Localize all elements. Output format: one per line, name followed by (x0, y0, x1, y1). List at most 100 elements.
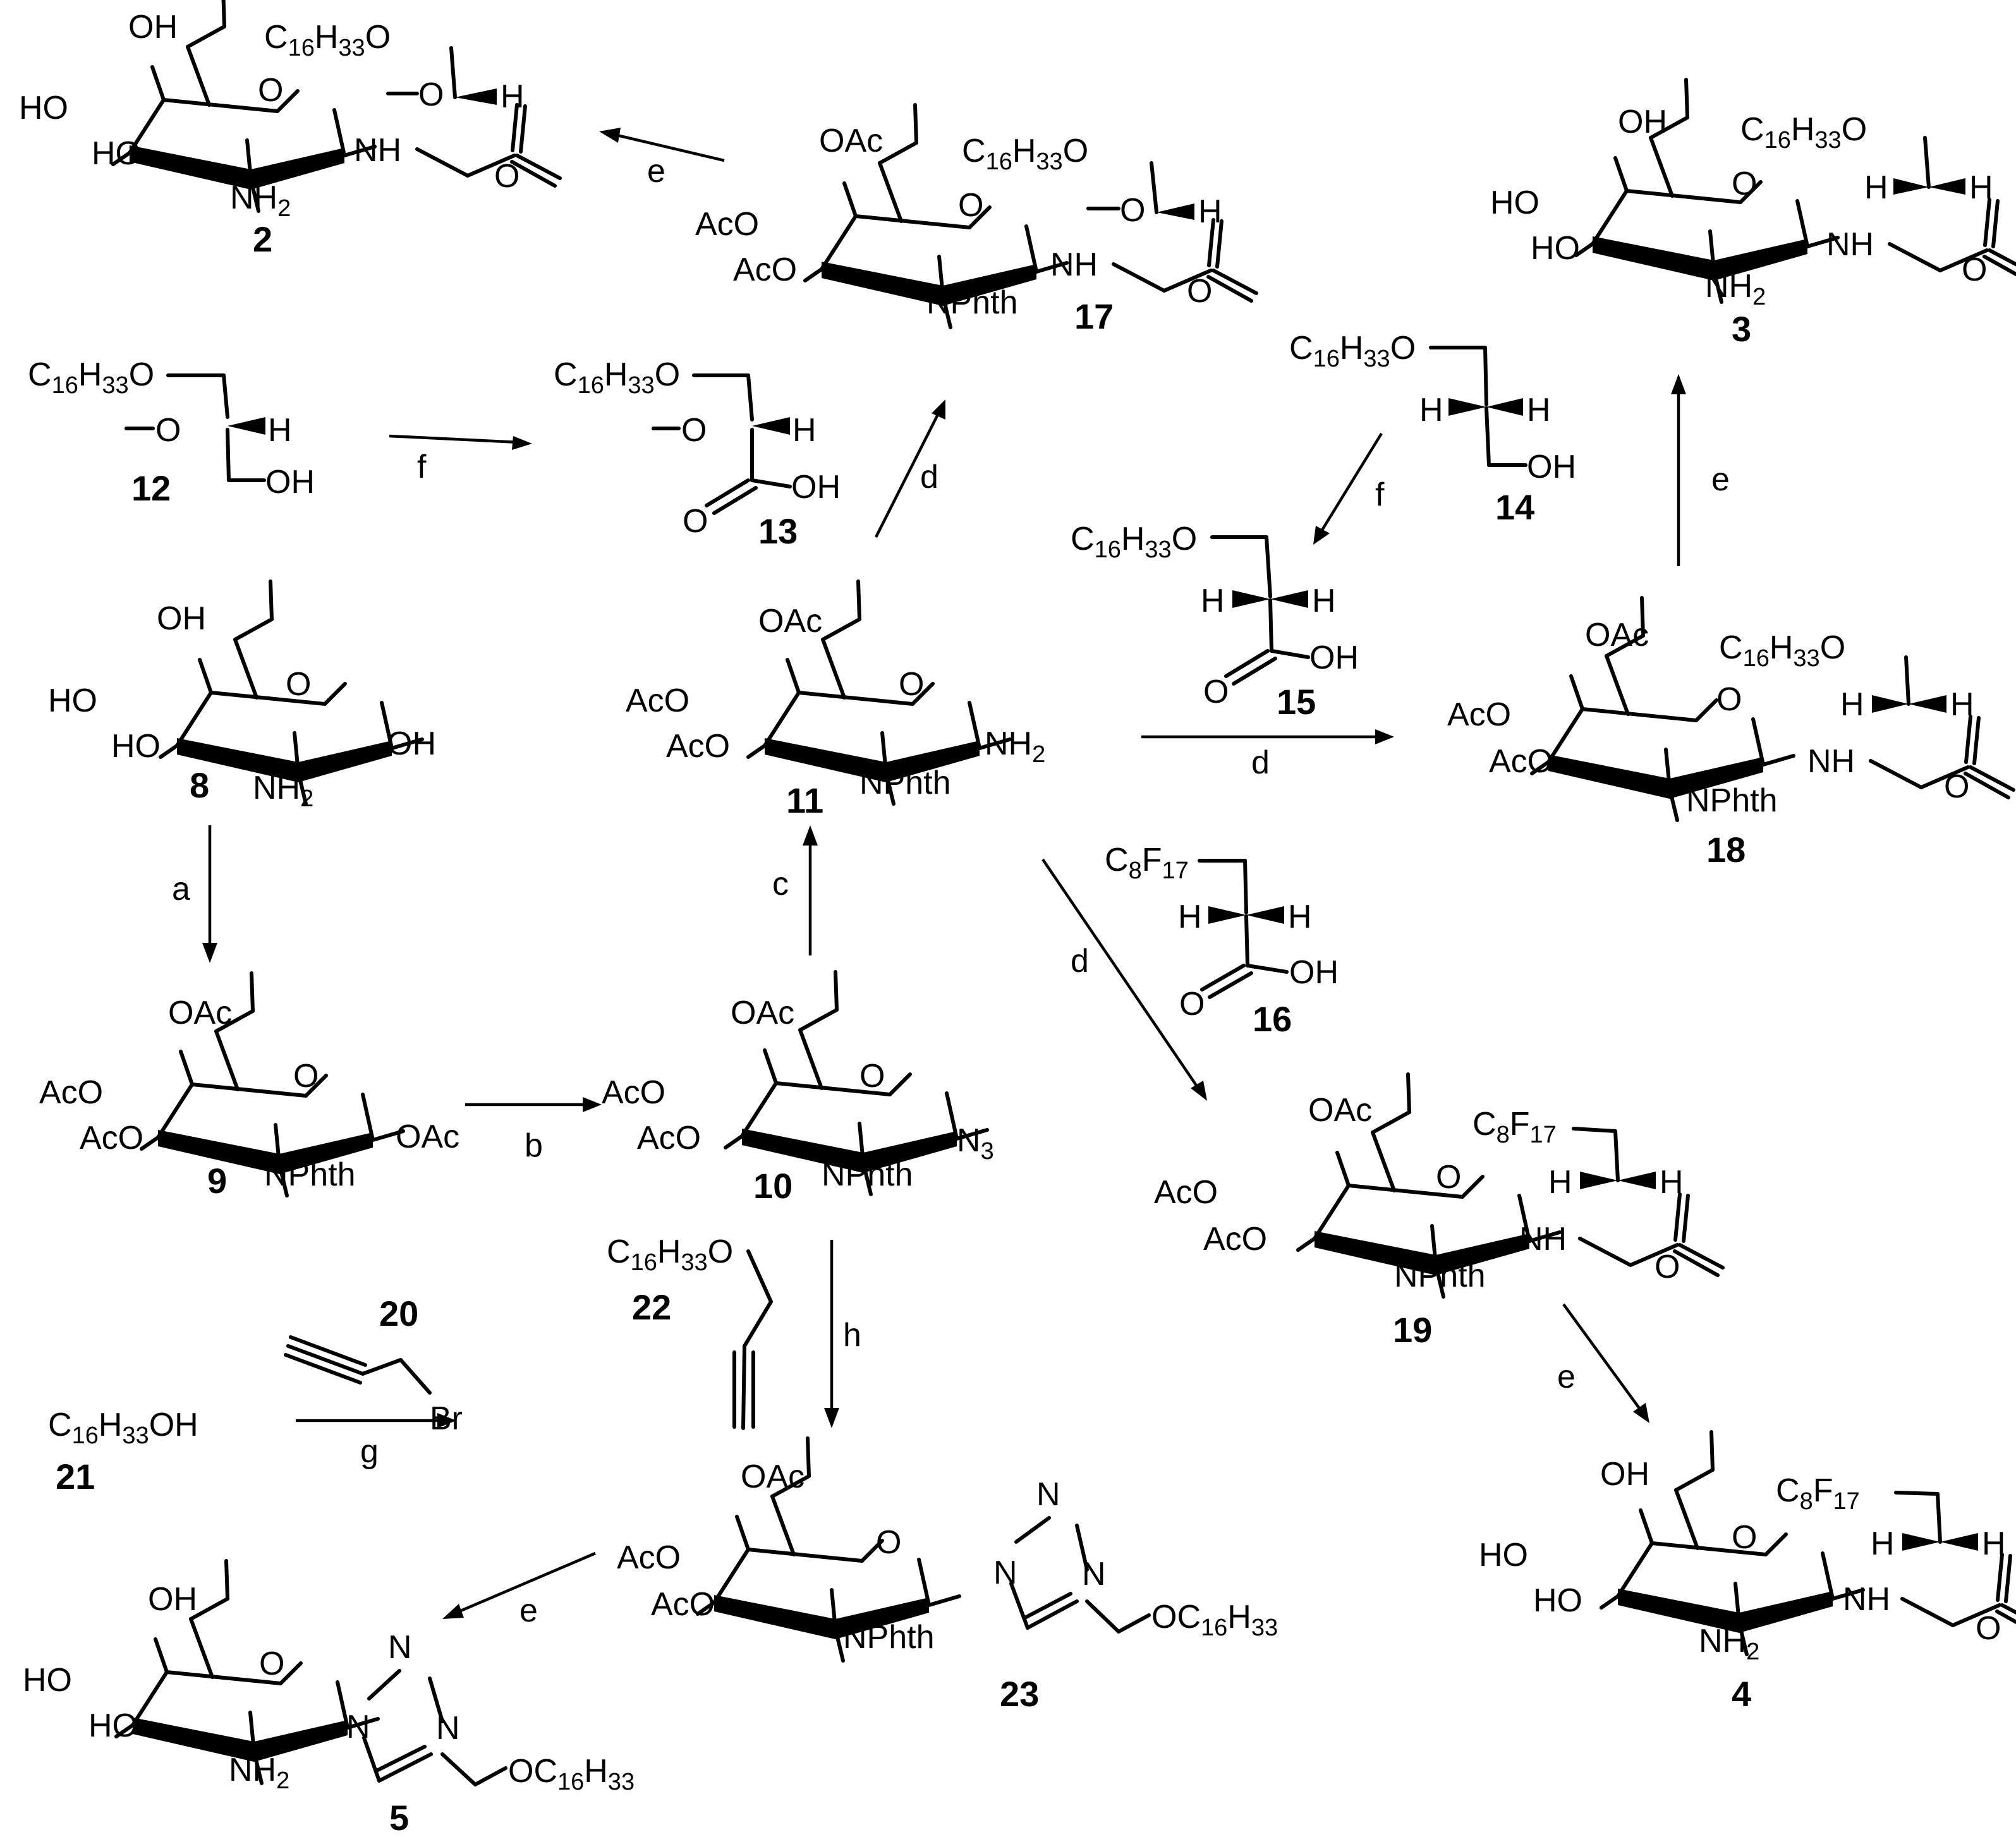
c3-ho3: HO (1531, 230, 1580, 267)
compound-18: OAc AcO AcO O NPhth NH H H C16H33O O 18 (1447, 598, 2013, 870)
compound-19: OAc AcO AcO O NPhth NH H H C8F17 O 19 (1154, 1074, 1723, 1350)
c18-aco4: AcO (1447, 696, 1511, 733)
c3-chain: C16H33O (1740, 111, 1867, 154)
c4-h1: H (1871, 1525, 1895, 1562)
c17-nh: NH (1050, 246, 1098, 283)
c15-o: O (1203, 674, 1229, 710)
c12-chain: C16H33O (28, 356, 154, 399)
c4-ho3: HO (1533, 1582, 1582, 1619)
compound-23: OAc AcO AcO O NPhth N N N OC16H33 23 (617, 1438, 1278, 1714)
c16-oh: OH (1289, 954, 1339, 991)
arrow-19-to-4: e (1557, 1303, 1649, 1423)
c17-number: 17 (1074, 296, 1114, 336)
c18-carbonyl-o: O (1944, 768, 1969, 805)
c11-nh2: NH2 (985, 725, 1045, 768)
c11-aco4: AcO (626, 682, 689, 719)
compound-5: OH HO HO O NH2 N N N OC16H33 5 (23, 1561, 635, 1837)
arrow-9-to-10: b (465, 1097, 602, 1164)
c8-ho4: HO (48, 682, 97, 719)
compound-4: OH HO HO O NH2 NH H H C8F17 O 4 (1479, 1432, 2016, 1714)
reagent-a: a (172, 871, 190, 907)
c23-number: 23 (1000, 1674, 1039, 1714)
c3-carbonyl-o: O (1962, 252, 1987, 288)
c23-oac6: OAc (741, 1458, 805, 1495)
c16-h2: H (1288, 899, 1312, 935)
c13-oh: OH (791, 469, 841, 506)
arrow-23-to-5: e (442, 1551, 596, 1629)
c19-h1: H (1548, 1164, 1572, 1201)
c2-number: 2 (253, 219, 272, 259)
compound-8: OH HO HO O NH2 OH 8 (48, 581, 436, 812)
c15-oh: OH (1309, 640, 1359, 676)
arrow-11-to-19: d (1041, 858, 1207, 1101)
c11-oac6: OAc (758, 603, 822, 640)
compound-2: OH HO HO O NH2 NH O H C16H33O O 2 (19, 0, 560, 259)
c10-aco4: AcO (602, 1074, 665, 1111)
compound-13: C16H33O O H O OH 13 (554, 356, 841, 551)
arrow-11-to-18: d (1141, 729, 1394, 781)
c3-nh: NH (1826, 226, 1874, 263)
c23-nphth: NPhth (843, 1619, 935, 1656)
reagent-d1: d (920, 459, 938, 495)
c18-aco3: AcO (1489, 743, 1553, 780)
c2-ho4: HO (19, 90, 68, 126)
c22-chain: C16H33O (607, 1234, 733, 1276)
c3-nh2: NH2 (1705, 268, 1766, 310)
c14-h1: H (1419, 392, 1443, 428)
compound-11: OAc AcO AcO O NPhth NH2 11 (626, 581, 1045, 820)
c19-nphth: NPhth (1394, 1258, 1486, 1294)
compound-17: OAc AcO AcO O NPhth NH O H C16H33O O 17 (695, 105, 1256, 336)
c18-nphth: NPhth (1686, 782, 1778, 819)
compound-3: OH HO HO O NH2 NH H H C16H33O O 3 (1490, 80, 2016, 349)
c17-aco4: AcO (695, 206, 759, 243)
c8-number: 8 (190, 765, 209, 805)
c23-n3: N (1082, 1556, 1106, 1592)
c8-ring-o: O (286, 666, 311, 703)
c8-oh6: OH (157, 600, 206, 637)
c17-h: H (1198, 193, 1222, 230)
c4-nh2: NH2 (1699, 1623, 1759, 1665)
reagent-g: g (360, 1433, 379, 1470)
c17-ome-o: O (1120, 192, 1145, 229)
c14-number: 14 (1495, 487, 1534, 527)
c5-ho3: HO (88, 1707, 138, 1744)
reagent-e2: e (1711, 461, 1730, 498)
reagent-e3: e (1557, 1359, 1576, 1395)
c13-o: O (683, 503, 708, 540)
compound-21: C16H33OH 21 (48, 1407, 198, 1496)
c5-ring-o: O (259, 1646, 284, 1682)
arrow-8-to-9: a (172, 825, 217, 963)
c4-ho4: HO (1479, 1537, 1528, 1573)
c9-nphth: NPhth (264, 1156, 356, 1193)
compound-22: C16H33O 22 (607, 1234, 773, 1430)
c3-oh6: OH (1618, 104, 1667, 140)
c5-n1: N (346, 1709, 370, 1745)
reagent-e1: e (647, 153, 665, 190)
c4-chain: C8F17 (1776, 1472, 1860, 1515)
c12-oh: OH (265, 464, 315, 500)
c3-h2: H (1969, 169, 1993, 206)
c18-ring-o: O (1716, 681, 1742, 718)
c18-h2: H (1950, 686, 1974, 723)
c10-ring-o: O (859, 1058, 885, 1094)
c16-h1: H (1178, 899, 1202, 935)
c23-n2: N (1036, 1476, 1060, 1513)
arrow-18-to-3: e (1671, 374, 1730, 566)
c17-chain: C16H33O (962, 133, 1088, 175)
c19-ring-o: O (1436, 1159, 1461, 1196)
c18-nh: NH (1807, 743, 1855, 780)
c23-tail: OC16H33 (1151, 1599, 1278, 1641)
arrow-10-to-11: c (772, 825, 818, 955)
c5-n3: N (436, 1710, 460, 1747)
c13-number: 13 (758, 511, 798, 551)
c18-number: 18 (1706, 830, 1746, 870)
c17-nphth: NPhth (926, 284, 1018, 321)
c2-oh6: OH (128, 9, 178, 45)
c9-oac1: OAc (396, 1119, 459, 1155)
c23-n1: N (993, 1555, 1017, 1591)
arrow-11-to-17: d (874, 399, 945, 538)
arrow-12-to-13: f (389, 434, 532, 485)
c19-nh: NH (1519, 1221, 1567, 1258)
compound-20: 20 Br (284, 1294, 463, 1437)
